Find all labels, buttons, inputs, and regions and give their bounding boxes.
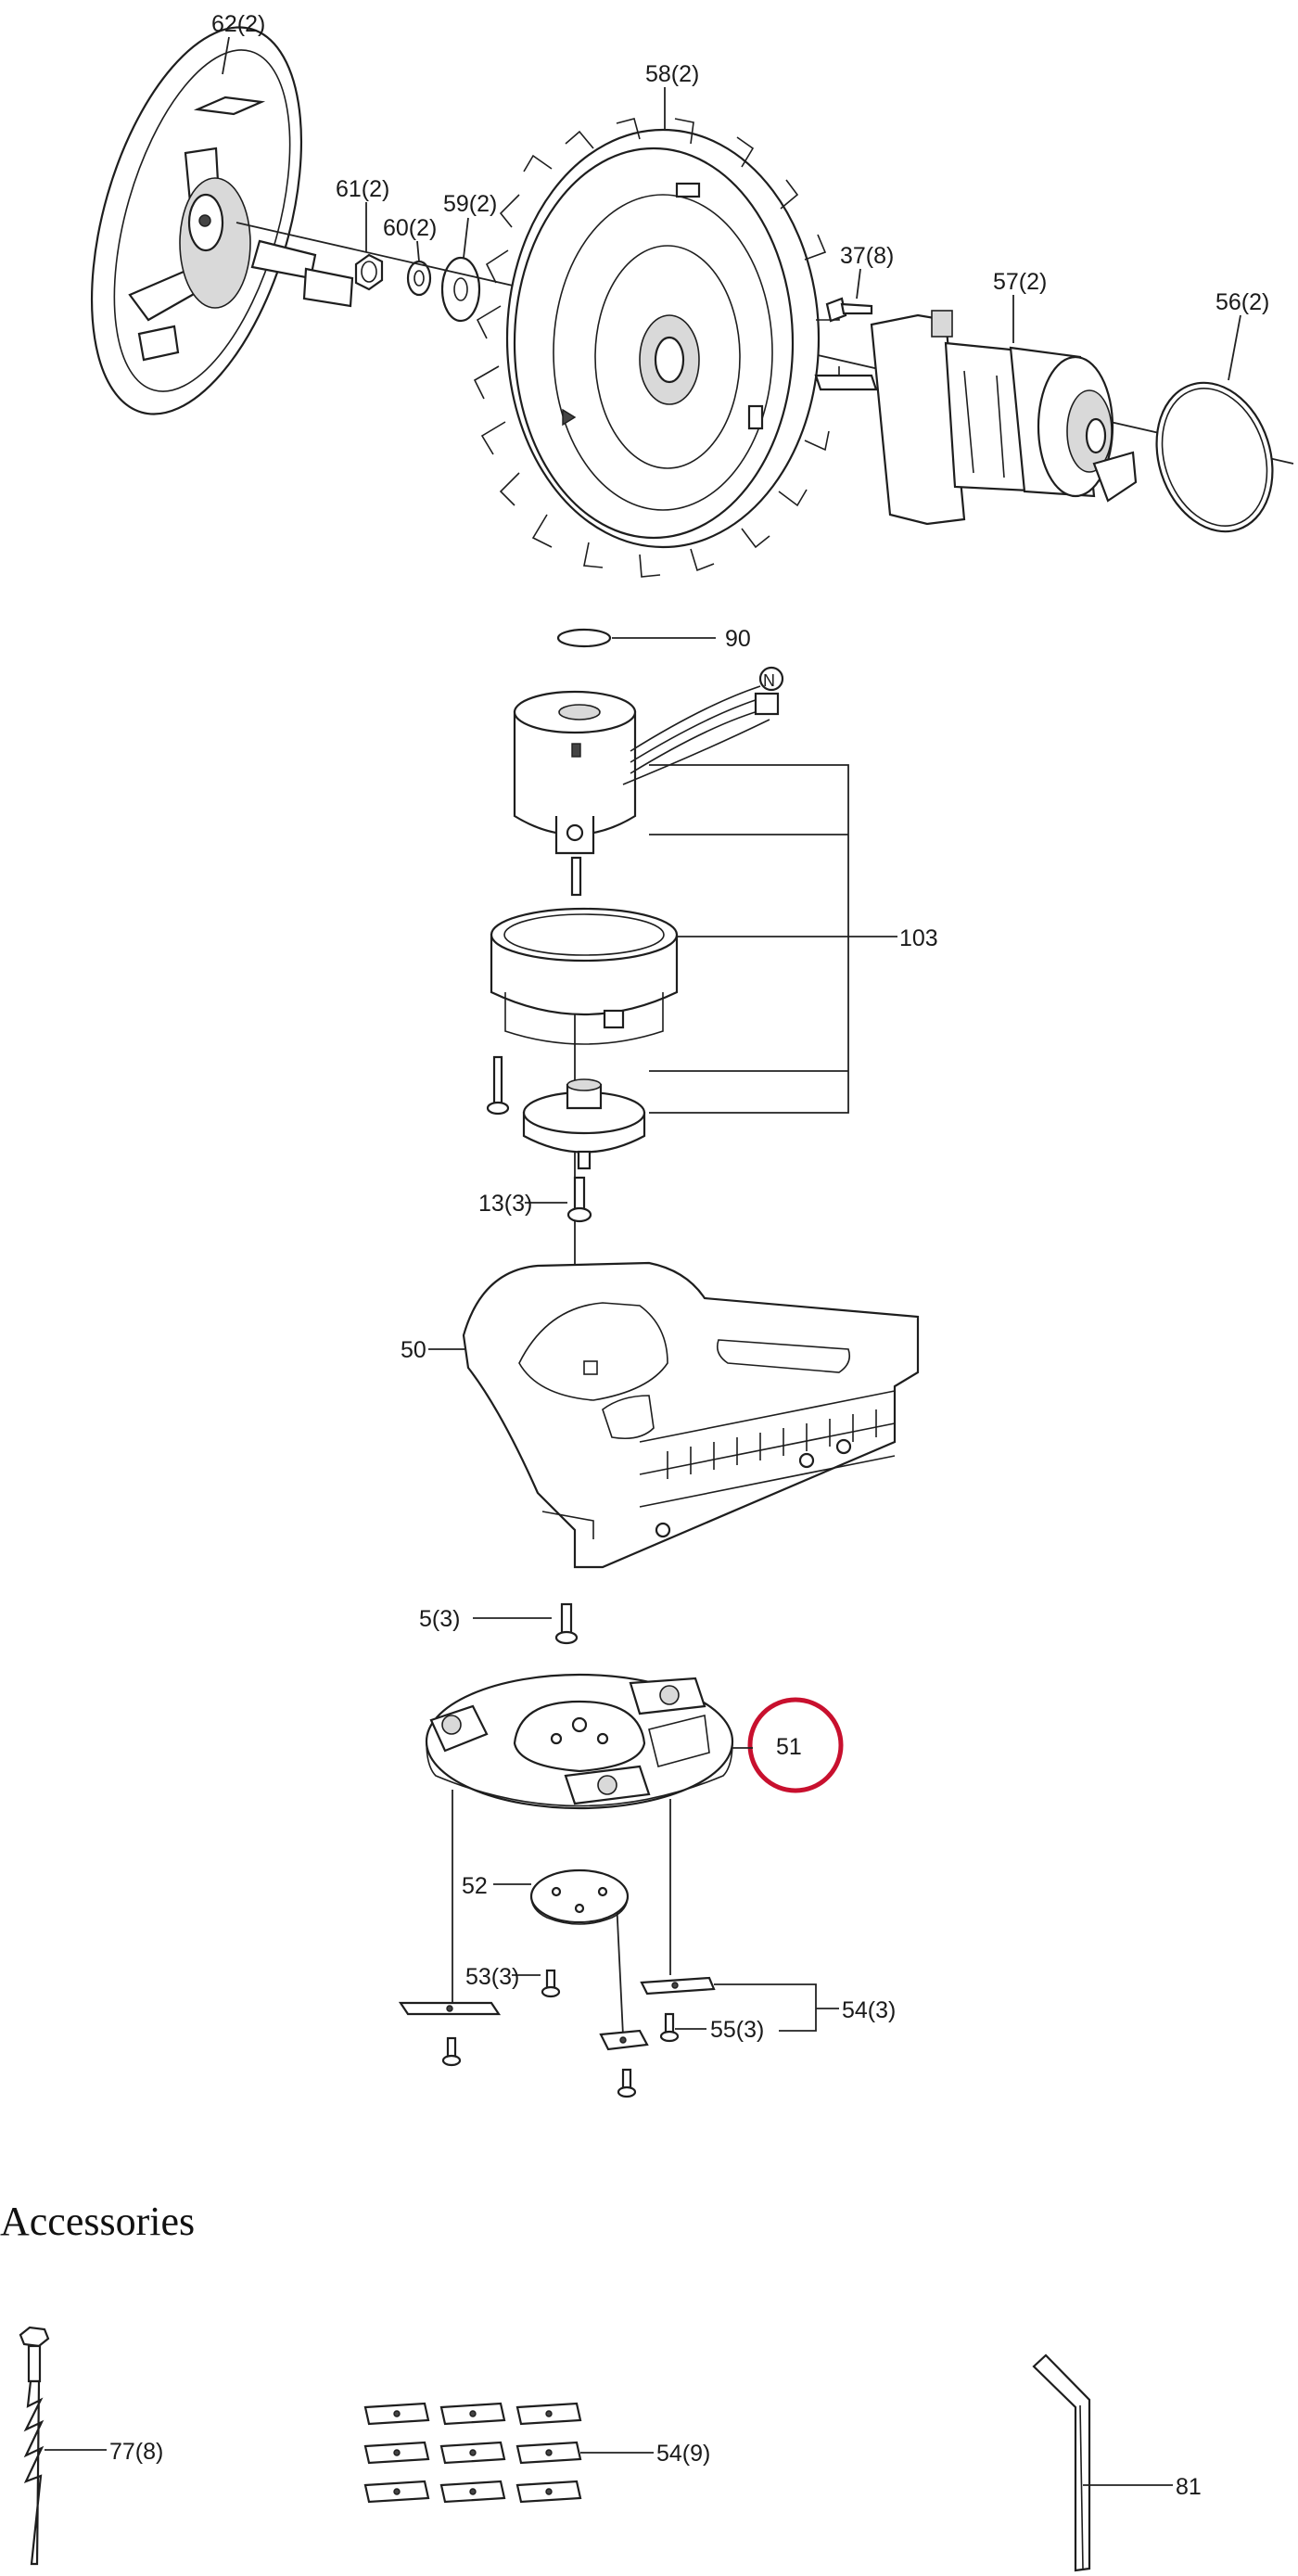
label-part-57: 57(2) — [993, 269, 1047, 295]
chassis-plate-part-50 — [462, 1261, 920, 1569]
label-part-54-accessory: 54(9) — [656, 2441, 710, 2467]
gear-motor-part-57 — [814, 310, 1138, 526]
label-part-50: 50 — [401, 1337, 426, 1363]
highlight-marker-part-51 — [747, 1697, 844, 1793]
label-part-77: 77(8) — [109, 2439, 163, 2465]
label-part-61: 61(2) — [336, 176, 389, 202]
accessories-title: Accessories — [0, 2199, 195, 2244]
housing-screw — [486, 1055, 510, 1116]
label-part-81: 81 — [1176, 2474, 1202, 2500]
connector-marker-n: N — [758, 666, 784, 692]
screw-part-37 — [825, 297, 873, 323]
label-part-60: 60(2) — [383, 215, 437, 241]
screw-part-5 — [554, 1602, 579, 1645]
washer-part-59 — [440, 256, 481, 323]
label-part-58: 58(2) — [645, 61, 699, 87]
hub-cap-part-62 — [90, 26, 354, 415]
hex-key-part-81 — [1032, 2353, 1091, 2572]
label-part-5: 5(3) — [419, 1606, 460, 1632]
cover-part-52 — [529, 1868, 630, 1925]
label-part-56: 56(2) — [1215, 289, 1269, 315]
label-part-55: 55(3) — [710, 2017, 764, 2043]
label-part-54: 54(3) — [842, 1997, 896, 2023]
screw-part-13 — [566, 1176, 592, 1223]
motor-housing-ring — [490, 907, 679, 1045]
label-part-103: 103 — [899, 925, 938, 951]
label-part-59: 59(2) — [443, 191, 497, 217]
blade-part-54 — [398, 1976, 716, 2051]
nut-part-61 — [354, 253, 384, 291]
disc-part-90 — [556, 628, 612, 648]
blade-hub — [522, 1078, 646, 1170]
wheel-part-58 — [473, 118, 840, 578]
label-part-53: 53(3) — [465, 1964, 519, 1990]
blade-motor-part-103 — [513, 685, 780, 897]
label-part-62: 62(2) — [211, 11, 265, 37]
label-part-90: 90 — [725, 626, 751, 652]
peg-part-77 — [19, 2326, 50, 2566]
blade-disc-part-51 — [425, 1673, 734, 1810]
screw-part-55 — [441, 2012, 680, 2098]
screw-part-53 — [541, 1969, 561, 1998]
o-ring-part-56 — [1155, 381, 1274, 533]
label-part-13: 13(3) — [478, 1191, 532, 1217]
label-part-37: 37(8) — [840, 243, 894, 269]
label-part-51: 51 — [776, 1734, 802, 1760]
label-connector-n: N — [763, 671, 775, 690]
label-part-52: 52 — [462, 1873, 488, 1899]
spare-blades-part-54 — [363, 2402, 582, 2504]
washer-part-60 — [406, 260, 432, 297]
